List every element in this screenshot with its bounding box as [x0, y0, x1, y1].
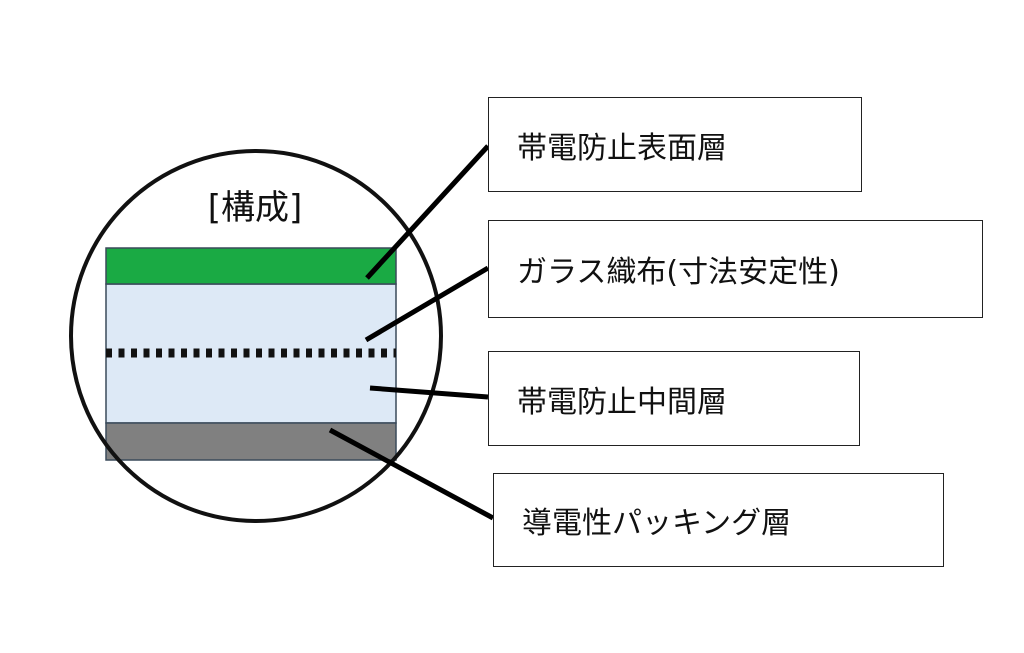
- leader-line-packing: [328, 427, 495, 521]
- leader-line-middle: [369, 385, 489, 400]
- surface-layer-shape: [105, 247, 397, 285]
- leader-line-glass: [364, 265, 490, 343]
- intermediate-layer-label: 帯電防止中間層: [517, 384, 727, 420]
- glass-cloth-label: ガラス織布(寸法安定性): [517, 255, 840, 290]
- leader-line-surface: [365, 144, 490, 280]
- magnifier-circle: [69, 149, 443, 523]
- packing-layer-label: 導電性パッキング層: [522, 506, 792, 541]
- packing-layer-label-box: 導電性パッキング層: [493, 473, 944, 567]
- intermediate-layer-label-box: 帯電防止中間層: [488, 351, 860, 446]
- surface-layer-label: 帯電防止表面層: [517, 130, 727, 166]
- composition-heading: [構成]: [207, 188, 303, 228]
- glass-cloth-label-box: ガラス織布(寸法安定性): [488, 220, 983, 318]
- surface-layer-label-box: 帯電防止表面層: [488, 97, 862, 192]
